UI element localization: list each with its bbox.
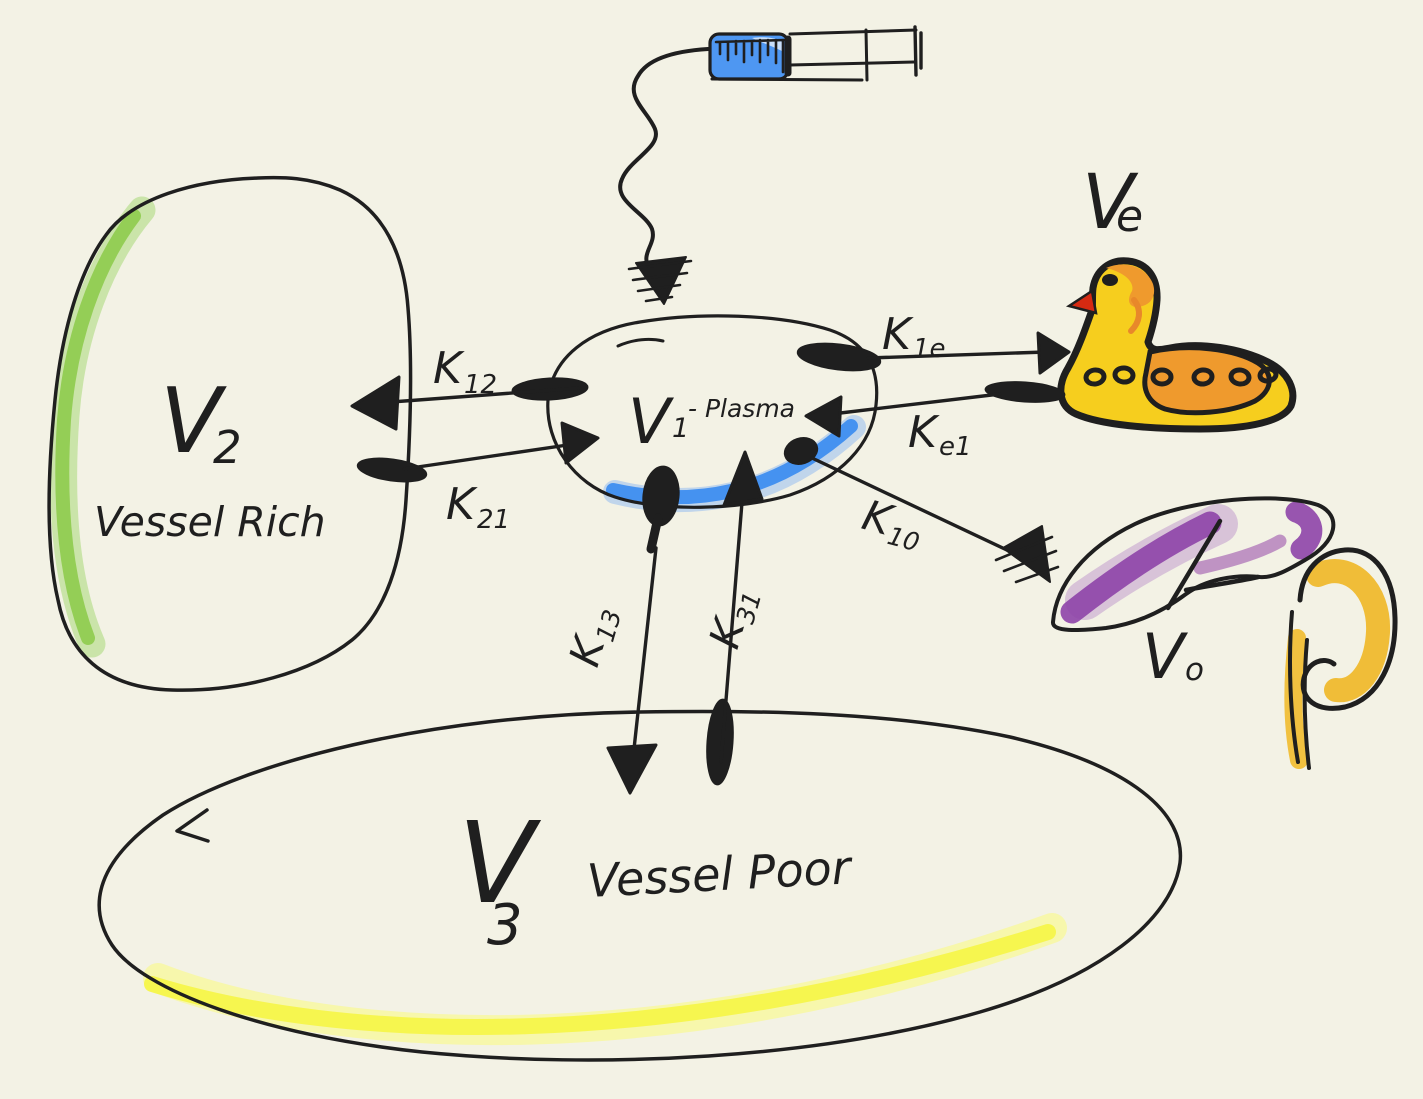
syringe-flange	[864, 28, 869, 82]
ke1-label: K	[908, 407, 940, 458]
kidney-icon	[1284, 547, 1398, 770]
v2-outline	[47, 175, 413, 692]
duck-eye	[1102, 274, 1118, 286]
k21-label: K	[446, 479, 478, 530]
k21-arrowhead	[560, 421, 600, 465]
k21-label-group: K 21	[446, 479, 510, 535]
liver-purple-mid	[1193, 534, 1287, 575]
ke1-anchor-scribble	[984, 381, 1066, 403]
duck-head-patch	[1106, 264, 1155, 307]
k1e-subscript: 1e	[913, 334, 946, 364]
k1e-label: K	[882, 309, 914, 360]
k31-label-group: K 31	[700, 588, 768, 653]
v1-outline	[546, 314, 879, 509]
k21-line	[402, 440, 590, 471]
syringe-handle	[913, 25, 923, 77]
liver-slash	[1165, 518, 1261, 611]
k10-line	[810, 456, 1030, 562]
v3-name: Vessel Poor	[586, 840, 855, 908]
ve-label-group: V e	[1082, 157, 1143, 246]
k10-arrowhead	[994, 525, 1060, 584]
kidney-ureter	[1288, 610, 1311, 770]
k12-label-group: K 12	[433, 343, 497, 400]
k21-anchor-scribble	[356, 457, 428, 483]
k1e-label-group: K 1e	[882, 309, 946, 364]
k12-subscript: 12	[464, 370, 497, 400]
liver-outline	[1051, 496, 1336, 633]
v1-label-group: V 1 - Plasma	[628, 385, 795, 458]
k13-line	[631, 546, 658, 760]
k21-subscript: 21	[477, 505, 510, 535]
vo-label: V	[1142, 620, 1189, 693]
injection-arrow	[618, 47, 710, 305]
injection-arrowhead	[627, 256, 693, 305]
k12-line	[362, 386, 582, 406]
k31-line	[719, 488, 745, 764]
v2-name: Vessel Rich	[94, 498, 326, 546]
liver-purple-right-patch	[1285, 501, 1323, 560]
syringe-icon	[708, 25, 923, 82]
k10-subscript: 10	[884, 521, 922, 557]
k13-anchor-tail	[646, 513, 663, 554]
syringe-scale-ticks	[714, 38, 786, 74]
v3-subscript: 3	[487, 893, 523, 958]
duck-beak	[1065, 288, 1098, 315]
v2-subscript: 2	[213, 421, 242, 474]
v2-label-group: V 2 Vessel Rich	[94, 369, 326, 546]
arrow-k13	[606, 465, 680, 795]
v3-stroke-end-arrow	[175, 808, 210, 843]
injection-squiggle	[618, 47, 710, 270]
v1-suffix: - Plasma	[688, 394, 795, 423]
v3-outline	[97, 709, 1183, 1062]
v3-yellow-highlight	[144, 924, 1056, 1036]
k13-label-group: K 13	[560, 606, 628, 671]
k13-subscript: 13	[591, 606, 628, 645]
v1-sketch-dash	[616, 337, 665, 348]
k10-anchor-scribble	[783, 437, 819, 465]
arrow-k10	[783, 437, 1060, 584]
ke1-arrowhead	[804, 395, 843, 438]
arrow-k21	[356, 421, 600, 483]
liver-purple-highlight	[1060, 511, 1222, 624]
ke1-line	[830, 392, 1002, 416]
arrow-ke1	[804, 381, 1066, 438]
k31-anchor-scribble	[706, 698, 734, 786]
k1e-arrowhead	[1036, 331, 1071, 375]
liver-icon	[1051, 496, 1336, 633]
syringe-body-lines	[710, 28, 918, 82]
v3-label-group: V 3 Vessel Poor	[458, 799, 855, 958]
v2-green-highlight	[55, 209, 141, 645]
k10-label-group: K 10	[857, 490, 922, 557]
k1e-anchor-scribble	[796, 342, 882, 372]
arrow-k31	[706, 450, 764, 786]
ke1-label-group: K e1	[908, 407, 972, 462]
compartment-v3	[97, 709, 1183, 1062]
duck-belly-patch	[1142, 345, 1272, 416]
duck-cheek-swirl	[1128, 297, 1142, 334]
compartment-v2	[47, 175, 413, 692]
k31-arrowhead	[722, 450, 764, 507]
duck-icon	[1057, 257, 1297, 433]
v3-label: V	[458, 799, 542, 929]
k13-arrowhead	[606, 743, 658, 795]
ve-label: V	[1082, 157, 1139, 246]
arrow-k12	[350, 375, 589, 431]
arrow-k1e	[796, 331, 1071, 375]
vo-subscript: o	[1185, 652, 1204, 688]
v1-label: V	[628, 385, 675, 458]
k1e-line	[866, 350, 1048, 360]
kidney-gold-highlight	[1306, 559, 1391, 703]
ve-subscript: e	[1116, 191, 1143, 242]
v1-subscript: 1	[672, 413, 689, 444]
duck-holes	[1083, 365, 1279, 387]
k12-arrowhead	[350, 375, 401, 431]
vo-label-group: V o	[1142, 620, 1204, 693]
v2-label: V	[160, 369, 227, 474]
ke1-subscript: e1	[939, 432, 972, 462]
k12-label: K	[433, 343, 465, 394]
